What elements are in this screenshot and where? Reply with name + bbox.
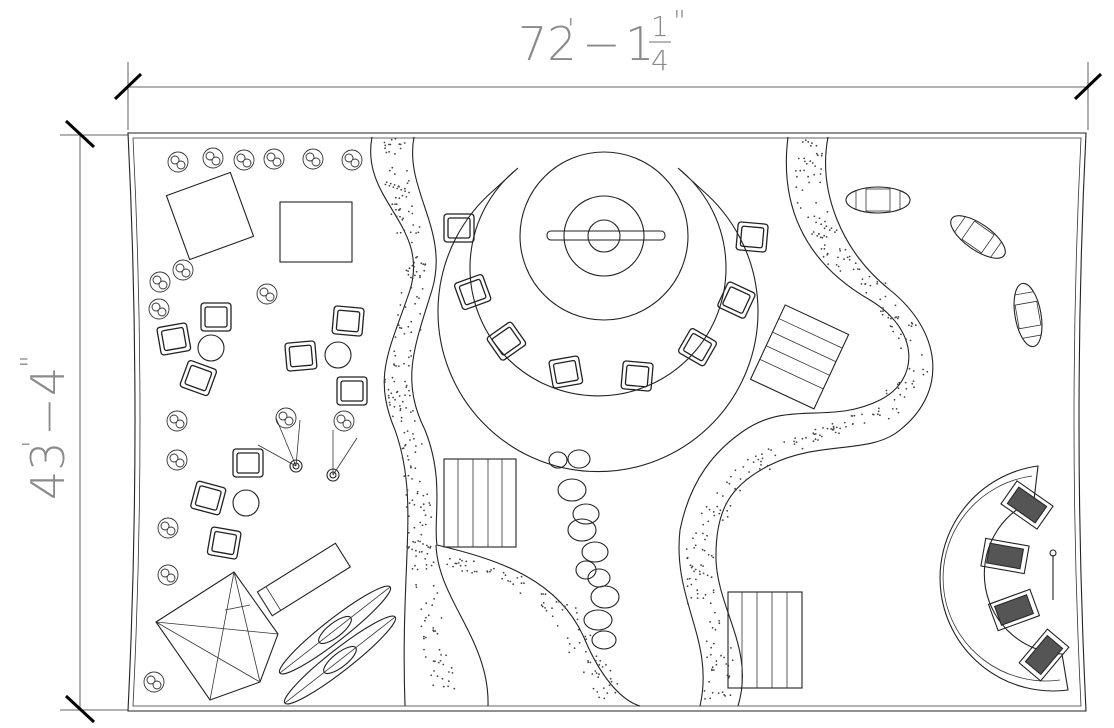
height-tick-bottom bbox=[64, 694, 96, 724]
chair-icon bbox=[284, 340, 318, 372]
height-feet-mark: ' bbox=[16, 440, 49, 448]
curved-bench bbox=[939, 465, 1069, 692]
chair-icon bbox=[443, 213, 475, 243]
chair-group bbox=[156, 213, 769, 560]
shrub-icon bbox=[341, 149, 363, 171]
shrub-icon bbox=[233, 149, 255, 171]
chair-icon bbox=[717, 281, 756, 319]
shrub-group bbox=[143, 147, 363, 693]
side-table-2 bbox=[324, 341, 352, 369]
pergola-tent bbox=[155, 571, 279, 701]
car-3 bbox=[1013, 282, 1043, 348]
cushion bbox=[980, 537, 1030, 575]
height-tick-top bbox=[64, 119, 96, 149]
width-fraction-denominator: 4 bbox=[651, 44, 669, 77]
picnic-table-3 bbox=[727, 591, 803, 689]
width-tick-right bbox=[1073, 72, 1103, 101]
cushion bbox=[1000, 480, 1054, 530]
chair-icon bbox=[677, 327, 718, 367]
side-table-3 bbox=[232, 489, 260, 517]
height-inch-mark: " bbox=[14, 355, 47, 368]
shrub-icon bbox=[263, 148, 285, 170]
fire-pit-outer-ring bbox=[519, 151, 689, 321]
chair-icon bbox=[232, 448, 264, 478]
shrub-icon bbox=[202, 147, 224, 169]
stepping-stone bbox=[583, 609, 613, 631]
chair-icon bbox=[200, 302, 232, 332]
height-feet-label: 43 bbox=[21, 441, 75, 500]
width-inch-mark: " bbox=[673, 4, 686, 37]
stepping-stone bbox=[591, 630, 617, 650]
shrub-icon bbox=[166, 410, 188, 432]
width-feet-mark: ' bbox=[567, 12, 575, 45]
shrub-icon bbox=[172, 259, 194, 281]
chair-icon bbox=[336, 376, 368, 406]
fire-pit-grill-bar bbox=[546, 230, 666, 241]
stepping-stone bbox=[590, 585, 620, 609]
torch-fixture-2 bbox=[326, 430, 358, 482]
gravel-path-right bbox=[678, 136, 934, 707]
height-dimension: 43 ' − 4 " bbox=[14, 119, 128, 724]
width-inches-whole: 1 bbox=[625, 17, 654, 71]
width-feet-label: 72 bbox=[518, 17, 577, 71]
side-table-1 bbox=[197, 334, 225, 362]
chair-icon bbox=[190, 480, 227, 516]
width-tick-left bbox=[113, 72, 143, 101]
light-post-head bbox=[1049, 549, 1057, 557]
chair-icon bbox=[179, 359, 218, 397]
kayak-1 bbox=[278, 585, 392, 675]
shrub-icon bbox=[166, 449, 188, 471]
chair-icon bbox=[486, 321, 527, 361]
shrub-icon bbox=[148, 298, 170, 320]
gravel-path-left bbox=[370, 136, 641, 707]
shade-sail-square-2 bbox=[279, 201, 353, 263]
stepping-stone bbox=[575, 560, 597, 580]
width-dash: − bbox=[582, 17, 621, 71]
stepping-stone bbox=[572, 503, 600, 525]
chair-icon bbox=[206, 526, 242, 560]
site-boundary bbox=[127, 132, 1087, 712]
picnic-table-2 bbox=[443, 458, 517, 548]
shrub-icon bbox=[167, 151, 189, 173]
lounge-bench bbox=[256, 542, 352, 617]
cushion bbox=[987, 588, 1041, 632]
shrub-icon bbox=[149, 271, 171, 293]
shrub-icon bbox=[302, 148, 324, 170]
width-fraction-numerator: 1 bbox=[651, 10, 669, 43]
height-dash: − bbox=[21, 397, 75, 436]
shrub-icon bbox=[256, 283, 278, 305]
torch-fixture-1 bbox=[257, 417, 303, 473]
picnic-table-1 bbox=[749, 304, 850, 410]
stepping-stone bbox=[567, 518, 597, 542]
cushion bbox=[1018, 628, 1070, 682]
shrub-icon bbox=[157, 564, 179, 586]
width-dimension: 72 ' − 1 1 4 " bbox=[113, 4, 1103, 130]
curved-seating-wall bbox=[437, 167, 759, 473]
chair-icon bbox=[156, 322, 192, 356]
shrub-icon bbox=[275, 407, 297, 429]
bench-cushions bbox=[980, 480, 1070, 682]
stepping-stone bbox=[567, 449, 591, 469]
chair-icon bbox=[735, 221, 769, 253]
chair-icon bbox=[331, 305, 365, 337]
chair-icon bbox=[620, 360, 654, 392]
height-inches-label: 4 bbox=[21, 367, 75, 396]
kayak-2 bbox=[283, 615, 397, 705]
stepping-stones bbox=[548, 449, 620, 650]
car-2 bbox=[950, 215, 1006, 259]
gravel-texture bbox=[383, 137, 929, 700]
stepping-stone bbox=[581, 541, 609, 563]
shrub-icon bbox=[143, 671, 165, 693]
shrub-icon bbox=[157, 517, 179, 539]
car-1 bbox=[845, 186, 911, 214]
fire-pit-inner bbox=[587, 219, 621, 253]
chair-icon bbox=[548, 355, 584, 389]
shade-sail-square-1 bbox=[165, 171, 255, 261]
shrub-icon bbox=[333, 410, 355, 432]
stepping-stone bbox=[548, 451, 568, 469]
fire-pit-ring bbox=[563, 195, 645, 277]
stepping-stone bbox=[557, 478, 587, 502]
